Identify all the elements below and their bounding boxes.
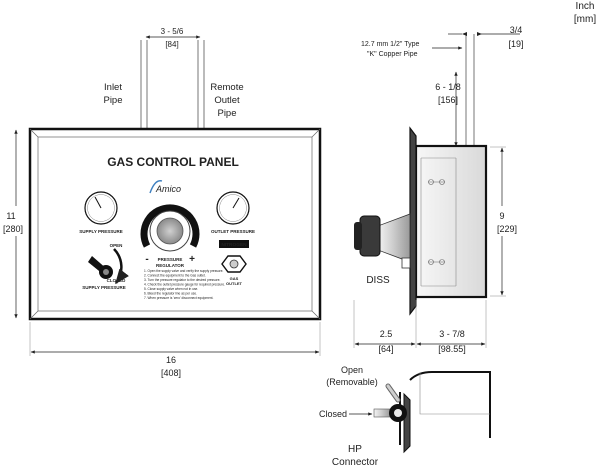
copper-pipe-label-1: 12.7 mm 1/2" Type bbox=[361, 41, 419, 48]
diss-stem bbox=[401, 257, 411, 269]
pipe-length-mm: [156] bbox=[438, 95, 458, 105]
remote-outlet-label-2: Outlet bbox=[214, 95, 240, 106]
front-width-dimension: 16 [408] bbox=[29, 322, 321, 378]
pressure-regulator-knob bbox=[140, 204, 200, 252]
gas-outlet-label-2: OUTLET bbox=[226, 281, 243, 286]
pipe-spacing-value: 3 - 5/6 bbox=[161, 27, 184, 36]
valve-open-label: OPEN bbox=[110, 243, 123, 248]
supply-valve-handle bbox=[88, 248, 129, 285]
gas-name: NITROGEN bbox=[221, 242, 247, 248]
units-legend: Inch [mm] bbox=[574, 1, 596, 25]
hp-open-label-2: (Removable) bbox=[326, 377, 378, 387]
box-height-mm: [229] bbox=[497, 224, 517, 234]
valve-supply-label: SUPPLY PRESSURE bbox=[82, 285, 126, 290]
operating-instructions: 1. Open the supply valve and verify the … bbox=[144, 269, 225, 300]
hp-open-label-1: Open bbox=[341, 365, 363, 375]
depth-dimensions: 2.5 [64] 3 - 7/8 [98.55] bbox=[353, 300, 487, 354]
instruction-line: 3. Turn the pressure regulator to the de… bbox=[144, 278, 220, 282]
regulator-plus: + bbox=[189, 254, 195, 265]
pipe-length-value: 6 - 1/8 bbox=[435, 82, 461, 92]
outlet-pressure-gauge bbox=[216, 191, 250, 225]
regulator-minus: - bbox=[145, 254, 148, 265]
front-height-value: 11 bbox=[6, 211, 15, 221]
bolt-icon bbox=[428, 179, 445, 185]
outlet-gauge-label: OUTLET PRESSURE bbox=[211, 229, 255, 234]
inlet-pipe-label-2: Pipe bbox=[103, 95, 122, 106]
depth-front-value: 2.5 bbox=[380, 329, 393, 339]
copper-pipe-label-2: "K" Copper Pipe bbox=[367, 51, 418, 58]
hp-connector-detail: Open (Removable) Closed HP Connector bbox=[319, 365, 491, 467]
depth-box-value: 3 - 7/8 bbox=[439, 329, 465, 339]
depth-box-mm: [98.55] bbox=[438, 344, 466, 354]
pipe-spacing-mm: [84] bbox=[165, 40, 178, 49]
gas-outlet-label-1: GAS bbox=[230, 276, 239, 281]
instruction-line: 5. Close supply valve when not in use. bbox=[144, 287, 198, 291]
hp-closed-connector bbox=[373, 404, 407, 422]
gas-outlet-connector bbox=[221, 255, 247, 273]
instruction-line: 7. When pressure is 'zero' disconnect eq… bbox=[144, 296, 214, 300]
back-box bbox=[414, 144, 488, 299]
front-width-mm: [408] bbox=[161, 368, 181, 378]
depth-front-mm: [64] bbox=[378, 344, 393, 354]
nitrogen-tag: NITROGEN bbox=[219, 240, 249, 248]
inlet-pipe bbox=[140, 40, 148, 130]
valve-closed-label: CLOSED bbox=[107, 278, 127, 283]
front-height-dimension: 11 [280] bbox=[0, 129, 26, 319]
remote-outlet-pipe bbox=[197, 40, 205, 130]
side-view: 3/4 [19] 12.7 mm 1/2" Type "K" Copper Pi… bbox=[353, 25, 526, 354]
diss-label: DISS bbox=[366, 275, 390, 286]
pipe-offset-mm: [19] bbox=[508, 39, 523, 49]
instruction-line: 4. Check the outlet pressure gauge for r… bbox=[144, 283, 225, 287]
hp-connector-label-1: HP bbox=[348, 444, 362, 455]
regulator-body-side bbox=[354, 213, 411, 263]
supply-pressure-gauge bbox=[84, 191, 118, 225]
remote-outlet-label-1: Remote bbox=[210, 82, 243, 93]
regulator-label-2: REGULATOR bbox=[156, 263, 185, 268]
units-secondary: [mm] bbox=[574, 14, 596, 25]
instruction-line: 2. Connect the equipment to the Gas outl… bbox=[144, 274, 206, 278]
hp-open-pipe bbox=[385, 383, 401, 403]
box-height-value: 9 bbox=[499, 211, 504, 221]
pipe-length-dimension: 6 - 1/8 [156] bbox=[435, 71, 461, 147]
amico-logo: Amico bbox=[149, 180, 181, 194]
hp-closed-label: Closed bbox=[319, 409, 347, 419]
units-primary: Inch bbox=[576, 1, 595, 12]
hp-connector-label-2: Connector bbox=[332, 457, 379, 467]
instruction-line: 1. Open the supply valve and verify the … bbox=[144, 269, 223, 273]
regulator-label-1: PRESSURE bbox=[158, 257, 183, 262]
pipe-spacing-dimension: 3 - 5/6 [84] bbox=[145, 27, 201, 49]
pipe-offset-value: 3/4 bbox=[510, 25, 523, 35]
front-view: 3 - 5/6 [84] Inlet Pipe Remote Outlet Pi… bbox=[0, 27, 322, 378]
supply-gauge-label: SUPPLY PRESSURE bbox=[79, 229, 123, 234]
panel-title: GAS CONTROL PANEL bbox=[107, 155, 239, 169]
box-height-dimension: 9 [229] bbox=[490, 146, 526, 297]
front-height-mm: [280] bbox=[3, 224, 23, 234]
instruction-line: 6. Bleed the regulator line as per use. bbox=[144, 292, 197, 296]
face-plate-side bbox=[409, 126, 417, 316]
bolt-icon bbox=[428, 259, 445, 265]
remote-outlet-label-3: Pipe bbox=[217, 108, 236, 119]
amico-brand: Amico bbox=[155, 184, 181, 194]
pipe-offset-dimension: 3/4 [19] bbox=[448, 25, 524, 49]
copper-pipe bbox=[465, 34, 475, 146]
front-width-value: 16 bbox=[166, 355, 176, 365]
inlet-pipe-label-1: Inlet bbox=[104, 82, 122, 93]
